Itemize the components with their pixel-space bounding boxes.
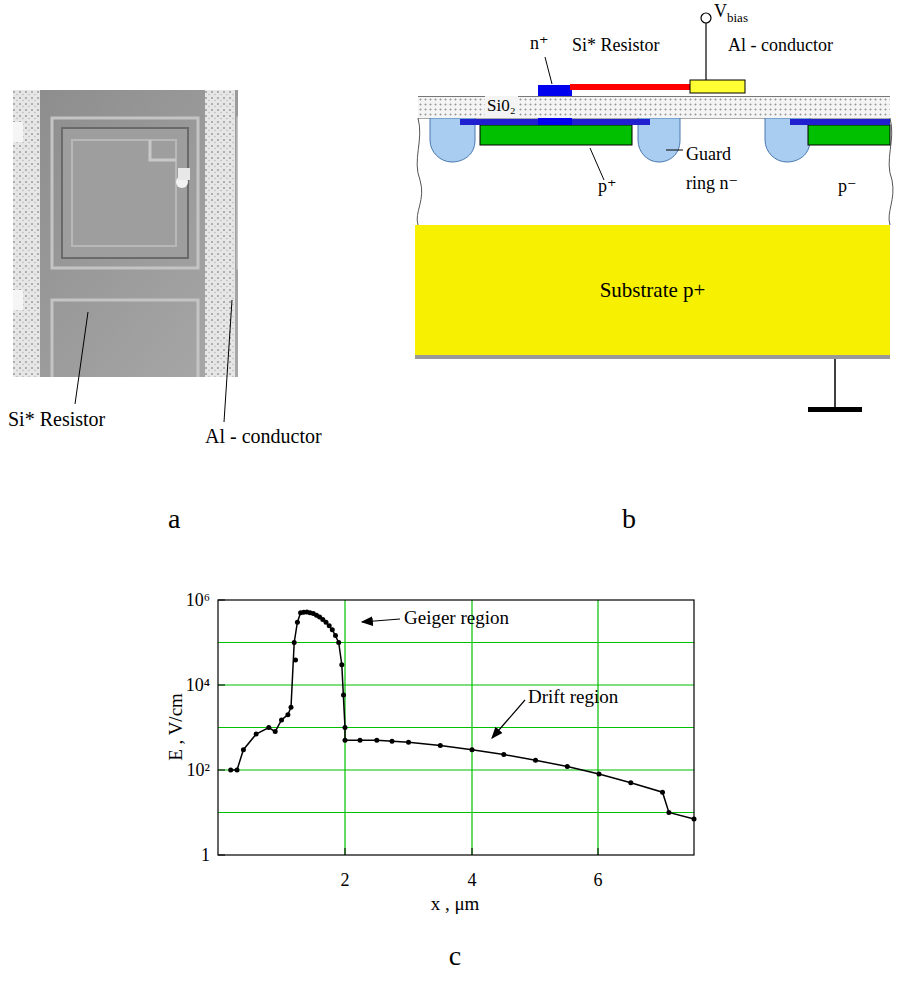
terminal-label: V (714, 1, 727, 22)
tick-label: 10⁴ (186, 675, 210, 696)
callout-label: Si* Resistor (572, 35, 660, 56)
callout-label: Si* Resistor (8, 408, 105, 431)
region-label: Guard ring n⁻ (686, 140, 758, 198)
tick-label: 6 (594, 870, 603, 891)
tick-label: 10² (187, 760, 210, 781)
tick-label: 4 (468, 870, 477, 891)
terminal-subscript: bias (727, 11, 748, 26)
callout-label: Al - conductor (205, 425, 322, 448)
region-label: p⁻ (838, 176, 857, 197)
tick-label: 10⁶ (186, 590, 210, 611)
leader-line (75, 312, 88, 404)
panel-letter: c (449, 940, 461, 972)
substrate-label: Substrate p+ (600, 278, 706, 302)
substrate-band: Substrate p+ (415, 225, 890, 355)
axis-title: E , V/cm (165, 693, 187, 761)
tick-label: 2 (341, 870, 350, 891)
region-label: p⁺ (598, 176, 617, 197)
panel-letter: a (168, 503, 180, 535)
layer-label: Si0₂ (485, 96, 518, 116)
axis-title: x , μm (431, 893, 480, 915)
region-label: n⁺ (530, 33, 549, 54)
callout-label: Al - conductor (728, 35, 833, 56)
tick-label: 1 (201, 845, 210, 866)
annotation-label: Drift region (528, 686, 618, 708)
panel-letter: b (622, 503, 636, 535)
leader-line (224, 300, 232, 422)
field-chart (218, 600, 697, 855)
oxide-layer: Si0₂ (418, 96, 890, 118)
micrograph (13, 90, 238, 377)
cross-section (415, 13, 893, 412)
annotation-label: Geiger region (404, 607, 509, 629)
